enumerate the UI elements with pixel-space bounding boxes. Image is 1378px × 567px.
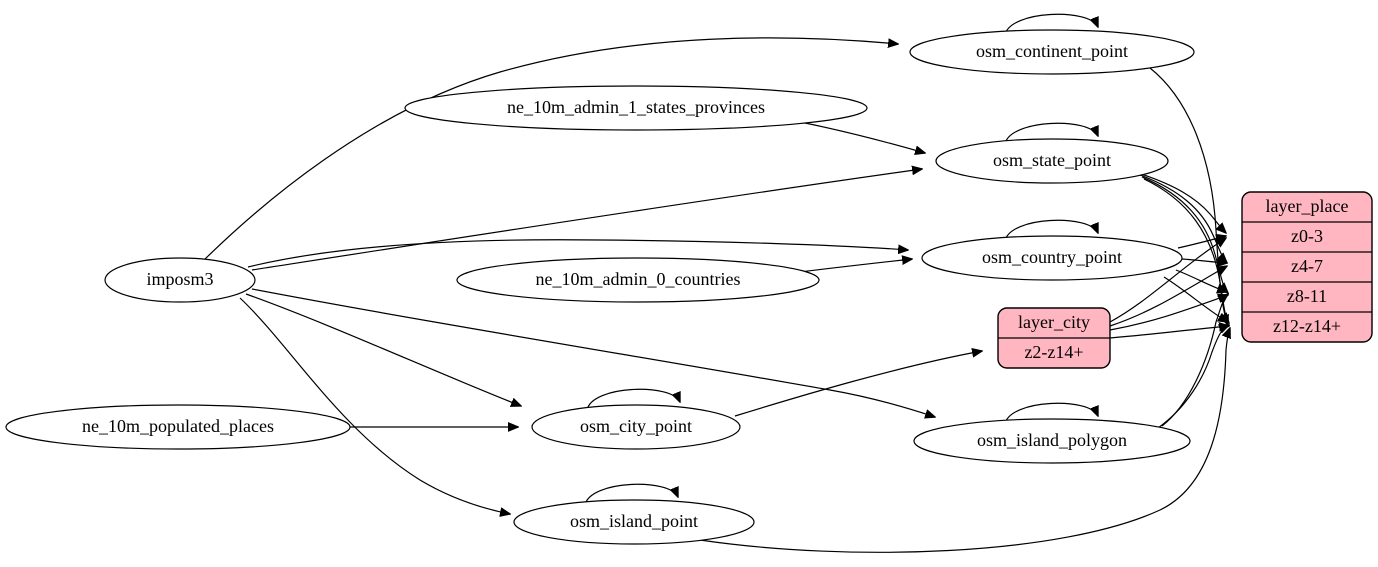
edge-osm-island-point-to-layer-place-z12-z14: [699, 328, 1230, 553]
edge-imposm3-to-osm-state-point: [251, 169, 922, 271]
edge-osm-country-point-to-layer-place-z4-7: [1181, 259, 1227, 263]
node-osm-island-polygon[interactable]: osm_island_polygon: [913, 418, 1191, 464]
edge-layer-city-to-layer-place-z8-11: [1109, 295, 1228, 331]
node-label-ne-states: ne_10m_admin_1_states_provinces: [507, 97, 765, 117]
edge-self-loop-osm-city-point: [586, 388, 680, 411]
edge-ne-countries-to-osm-country-point: [799, 259, 912, 273]
node-label-osm-island-point: osm_island_point: [570, 511, 698, 531]
node-ne-10m-admin-1-states-provinces[interactable]: ne_10m_admin_1_states_provinces: [404, 85, 868, 131]
node-label-osm-island-polygon: osm_island_polygon: [977, 430, 1127, 450]
node-label-ne-populated: ne_10m_populated_places: [82, 416, 274, 436]
edge-osm-country-point-to-layer-place-z12-z14: [1163, 276, 1228, 322]
node-ne-10m-populated-places[interactable]: ne_10m_populated_places: [5, 404, 351, 450]
node-label-osm-country-point: osm_country_point: [982, 247, 1122, 267]
layer-place-row-z8-11[interactable]: z8-11: [1287, 286, 1327, 306]
edge-imposm3-to-osm-island-point: [239, 297, 510, 514]
layer-city-title: layer_city: [1018, 312, 1090, 332]
layer-place-row-z0-3[interactable]: z0-3: [1291, 226, 1323, 246]
nodes-layer: imposm3 ne_10m_admin_1_states_provinces …: [5, 29, 1195, 545]
edge-ne-states-to-osm-state-point: [799, 121, 925, 153]
node-label-imposm3: imposm3: [146, 269, 213, 289]
edge-osm-island-polygon-to-layer-place-z8-11: [1161, 294, 1228, 427]
edge-osm-state-point-to-layer-place-z8-11: [1141, 176, 1228, 293]
edge-osm-state-point-to-layer-place-z0-3: [1137, 172, 1226, 233]
layer-place-title: layer_place: [1266, 196, 1349, 216]
edges-layer: [202, 13, 1230, 553]
node-osm-country-point[interactable]: osm_country_point: [921, 235, 1183, 281]
edge-imposm3-to-osm-island-polygon: [251, 288, 935, 417]
node-osm-city-point[interactable]: osm_city_point: [531, 404, 741, 450]
node-layer-city[interactable]: layer_city z2-z14+: [997, 307, 1111, 369]
edge-imposm3-to-osm-continent-point: [202, 37, 898, 262]
edge-layer-city-to-layer-place-z0-3: [1109, 238, 1226, 323]
node-label-osm-city-point: osm_city_point: [580, 416, 692, 436]
edge-layer-city-to-layer-place-z12-z14: [1109, 326, 1229, 339]
edge-layer-city-to-layer-place-z4-7: [1109, 266, 1227, 327]
edge-self-loop-osm-country-point: [1004, 219, 1098, 242]
edge-osm-state-point-to-layer-place-z4-7: [1139, 174, 1227, 263]
node-label-osm-continent-point: osm_continent_point: [976, 41, 1128, 61]
node-label-osm-state-point: osm_state_point: [993, 150, 1111, 170]
edge-self-loop-osm-island-polygon: [1004, 402, 1098, 425]
edge-self-loop-osm-island-point: [584, 483, 678, 506]
node-layer-place[interactable]: layer_place z0-3 z4-7 z8-11 z12-z14+: [1241, 191, 1373, 343]
node-label-ne-countries: ne_10m_admin_0_countries: [536, 269, 741, 289]
node-imposm3[interactable]: imposm3: [104, 257, 256, 303]
edge-osm-island-polygon-to-layer-place-z12-z14: [1157, 325, 1229, 429]
edge-imposm3-to-osm-country-point: [247, 239, 908, 268]
node-osm-state-point[interactable]: osm_state_point: [935, 138, 1169, 184]
edge-imposm3-to-osm-city-point: [245, 293, 521, 406]
node-osm-continent-point[interactable]: osm_continent_point: [909, 29, 1195, 75]
record-nodes-layer: layer_city z2-z14+ layer_place z0-3 z4-7…: [997, 191, 1373, 369]
edge-osm-country-point-to-layer-place-z0-3: [1177, 236, 1226, 249]
edge-osm-city-point-to-layer-city: [734, 351, 982, 417]
layer-city-row-z2-z14[interactable]: z2-z14+: [1024, 342, 1083, 362]
node-ne-10m-admin-0-countries[interactable]: ne_10m_admin_0_countries: [456, 257, 820, 303]
layer-place-row-z12-z14[interactable]: z12-z14+: [1273, 316, 1341, 336]
edge-self-loop-osm-state-point: [1004, 122, 1098, 145]
layer-place-row-z4-7[interactable]: z4-7: [1291, 256, 1323, 276]
node-osm-island-point[interactable]: osm_island_point: [513, 499, 755, 545]
edge-self-loop-osm-continent-point: [1004, 13, 1098, 36]
